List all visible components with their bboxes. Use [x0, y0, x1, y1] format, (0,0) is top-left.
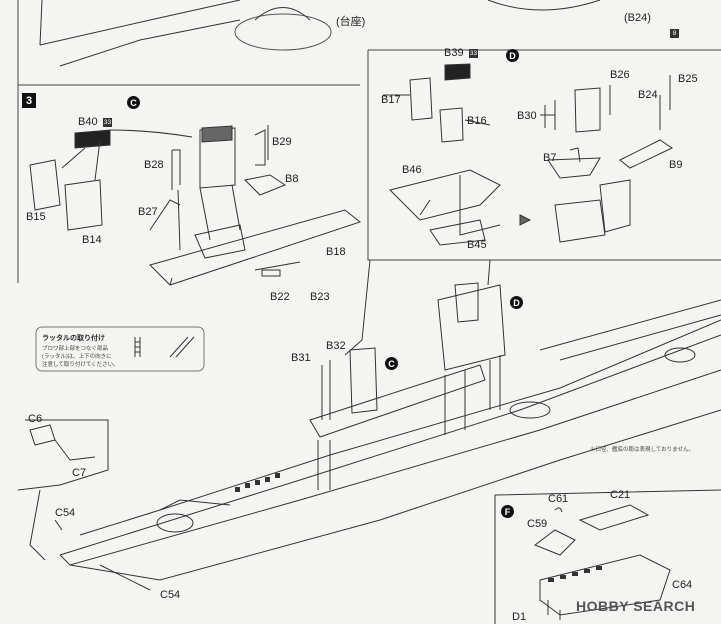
step-number: 3: [22, 93, 36, 108]
b40-number: 33: [103, 118, 112, 127]
part-label-b17: B17: [381, 94, 401, 106]
part-label-c61: C61: [548, 493, 569, 505]
part-label-c7: C7: [72, 467, 87, 479]
part-label-b7: B7: [543, 152, 557, 164]
subassembly-d-mark: D: [506, 49, 519, 62]
part-label-b18: B18: [326, 246, 346, 258]
part-label-c54-top: C54: [55, 507, 76, 519]
subassembly-c-mark: C: [127, 96, 140, 109]
part-label-b25: B25: [678, 73, 698, 85]
part-label-b15: B15: [26, 211, 46, 223]
part-label-b30: B30: [517, 110, 537, 122]
part-label-c6: C6: [28, 413, 43, 425]
ladder-note-line3: 注意して取り付けてください。: [42, 362, 119, 368]
part-label-c64: C64: [672, 579, 693, 591]
assembly-d-mark: D: [510, 296, 523, 309]
subassembly-f-mark: F: [501, 505, 514, 518]
part-label-b32: B32: [326, 340, 346, 352]
right-side-note: ※口径、艦底の彫は表現しておりません。: [590, 447, 695, 453]
part-label-b22: B22: [270, 291, 290, 303]
part-label-d1: D1: [512, 611, 527, 623]
part-label-b16: B16: [467, 115, 487, 127]
part-label-b8: B8: [285, 173, 299, 185]
b39-number: 33: [469, 49, 478, 58]
ladder-note-line2: (ラッタル)は、上下の向きに: [42, 354, 112, 360]
part-label-b14: B14: [82, 234, 102, 246]
part-label-b27: B27: [138, 206, 158, 218]
part-label-c54-bottom: C54: [160, 589, 181, 601]
part-label-b28: B28: [144, 159, 164, 171]
ladder-note-title: ラッタルの取り付け: [42, 335, 105, 342]
assembly-c-mark: C: [385, 357, 398, 370]
part-label-c59: C59: [527, 518, 548, 530]
part-label-b40: B40: [78, 116, 98, 128]
hobby-search-watermark: HOBBY SEARCH: [576, 598, 696, 614]
part-label-b31: B31: [291, 352, 311, 364]
part-label-b29: B29: [272, 136, 292, 148]
part-label-b24: B24: [638, 89, 658, 101]
b24-ref-label: (B24): [624, 12, 651, 24]
ladder-note-line1: ブロワ部上部をつなぐ部品: [42, 346, 109, 352]
part-label-b45: B45: [467, 239, 487, 251]
part-label-b46: B46: [402, 164, 422, 176]
b24-ref-number: 8: [670, 29, 679, 38]
part-label-b23: B23: [310, 291, 330, 303]
part-label-b39: B39: [444, 47, 464, 59]
base-label: (台座): [336, 16, 366, 28]
part-label-b26: B26: [610, 69, 630, 81]
part-label-c21: C21: [610, 489, 631, 501]
part-label-b9: B9: [669, 159, 683, 171]
